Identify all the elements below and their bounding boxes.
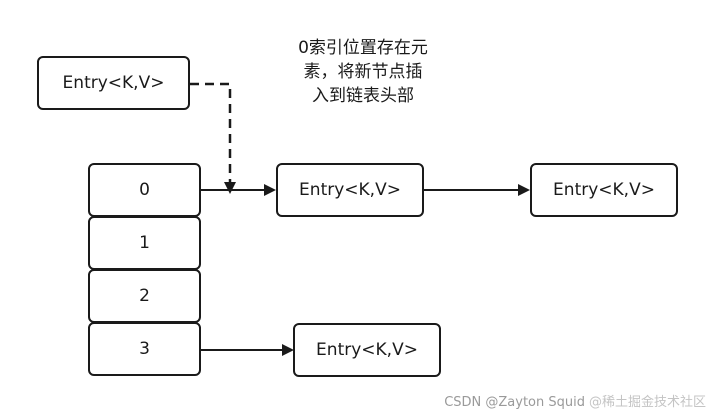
slot0-entry-2: Entry<K,V>: [530, 163, 678, 217]
watermark: CSDN @Zayton Squid@稀土掘金技术社区: [444, 391, 706, 410]
note-line-3: 入到链表头部: [312, 86, 414, 106]
note-line-1: 0索引位置存在元: [298, 38, 428, 58]
array-slot-2: 2: [88, 269, 201, 323]
array-slot-0: 0: [88, 163, 201, 217]
insert-note: 0索引位置存在元 素，将新节点插 入到链表头部: [278, 36, 448, 108]
insert-dashed-arrow: [190, 82, 236, 194]
watermark-community: @稀土掘金技术社区: [588, 395, 706, 410]
array-slot-3: 3: [88, 322, 201, 376]
array-slot-1: 1: [88, 216, 201, 270]
watermark-author: CSDN @Zayton Squid: [444, 395, 585, 410]
slot3-entry-1: Entry<K,V>: [293, 323, 441, 377]
note-line-2: 素，将新节点插: [303, 62, 423, 82]
new-entry-node: Entry<K,V>: [37, 56, 190, 110]
slot0-entry-1: Entry<K,V>: [276, 163, 424, 217]
